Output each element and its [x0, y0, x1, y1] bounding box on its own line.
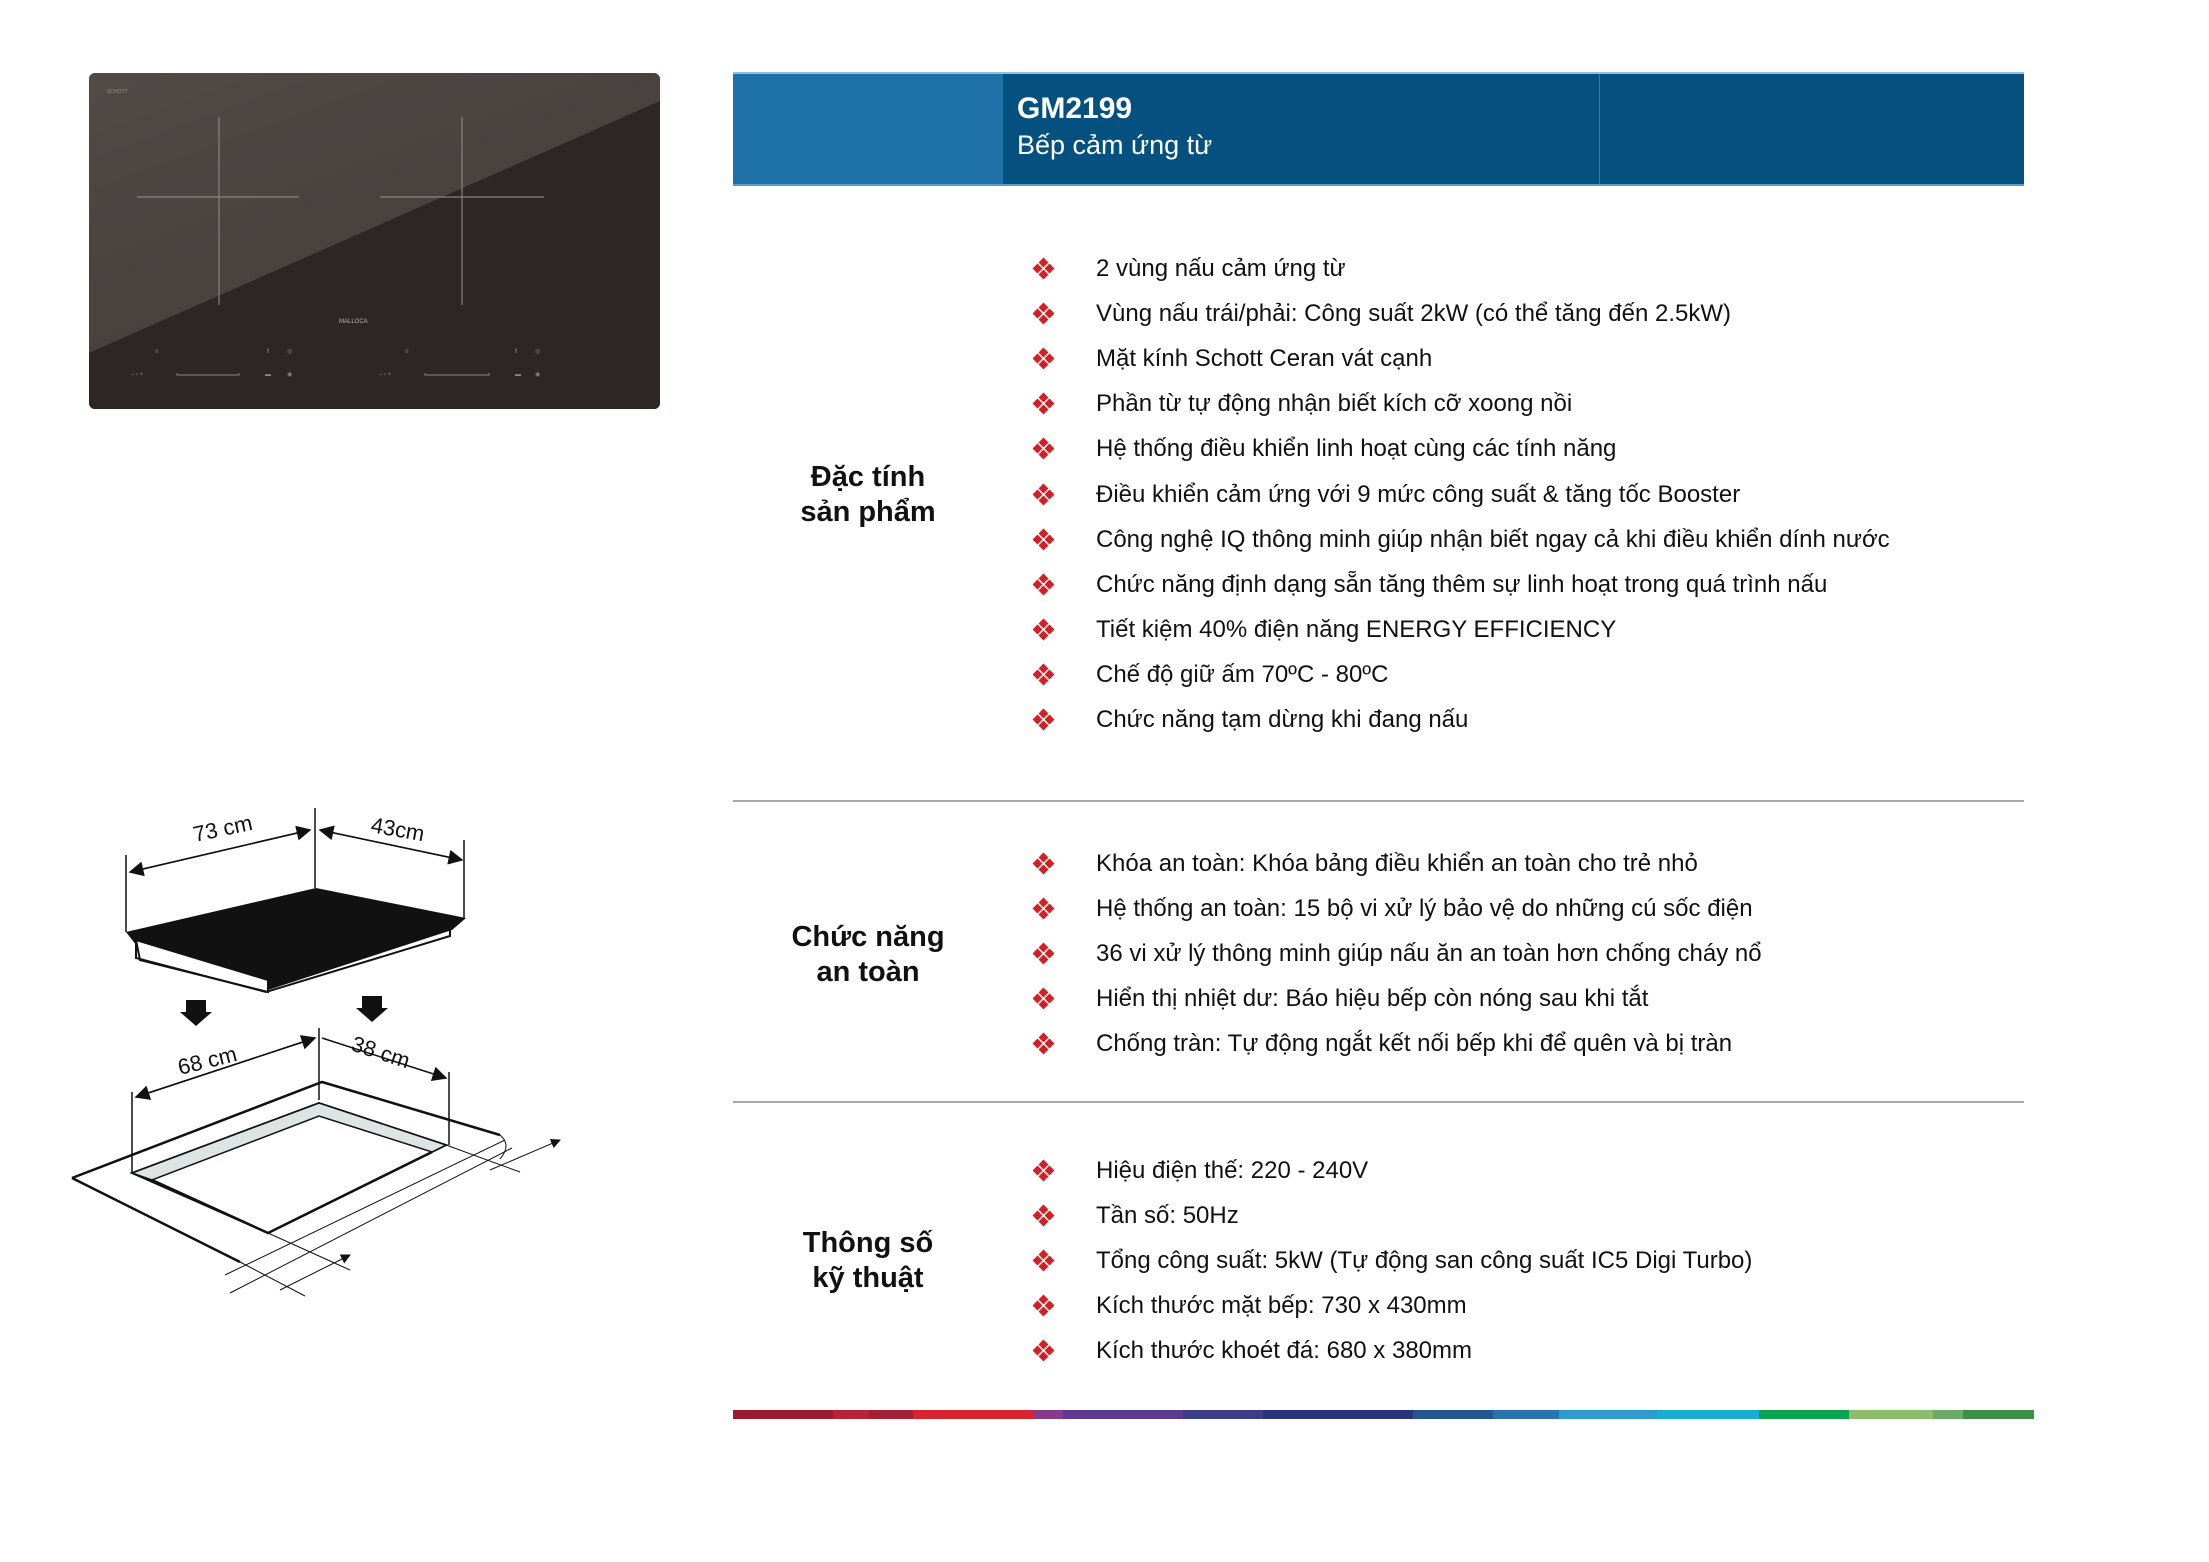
- section-label-specs: Thông số kỹ thuật: [733, 1226, 1003, 1296]
- list-item: Hiển thị nhiệt dư: Báo hiệu bếp còn nóng…: [1030, 977, 1762, 1022]
- bullet-diamond-icon: [1032, 987, 1055, 1010]
- svg-text:– ▫ +: – ▫ +: [379, 372, 392, 378]
- list-item: 36 vi xử lý thông minh giúp nấu ăn an to…: [1030, 931, 1762, 976]
- dim-hob-depth: 43cm: [369, 812, 426, 846]
- bullet-diamond-icon: [1032, 392, 1055, 415]
- list-item: Tổng công suất: 5kW (Tự động san công su…: [1030, 1238, 1752, 1283]
- bullet-diamond-icon: [1032, 618, 1055, 641]
- bullet-diamond-icon: [1032, 942, 1055, 965]
- label-line: Thông số: [802, 1227, 934, 1259]
- bullet-diamond-icon: [1032, 257, 1055, 280]
- svg-text:ǁ: ǁ: [267, 349, 269, 355]
- svg-text:ǁ: ǁ: [515, 349, 517, 355]
- bullet-diamond-icon: [1032, 1249, 1055, 1272]
- bullet-diamond-icon: [1032, 437, 1055, 460]
- section-label-safety: Chức năng an toàn: [733, 920, 1003, 990]
- list-item: Kích thước khoét đá: 680 x 380mm: [1030, 1329, 1752, 1374]
- section-divider: [733, 1101, 2024, 1103]
- list-item: Mặt kính Schott Ceran vát cạnh: [1030, 336, 1890, 381]
- svg-text:– ▫ +: – ▫ +: [131, 372, 144, 378]
- list-item: Chống tràn: Tự động ngắt kết nối bếp khi…: [1030, 1022, 1762, 1067]
- model-number: GM2199: [1017, 92, 1133, 125]
- list-item: Công nghệ IQ thông minh giúp nhận biết n…: [1030, 517, 1890, 562]
- bullet-diamond-icon: [1032, 1032, 1055, 1055]
- list-item: Hiệu điện thế: 220 - 240V: [1030, 1148, 1752, 1193]
- list-item: Hệ thống điều khiển linh hoạt cùng các t…: [1030, 427, 1890, 472]
- product-type: Bếp cảm ứng từ: [1017, 130, 1213, 160]
- svg-text:≡: ≡: [155, 349, 159, 355]
- section-label-features: Đặc tính sản phẩm: [733, 460, 1003, 530]
- features-list: 2 vùng nấu cảm ứng từ Vùng nấu trái/phải…: [1030, 246, 1890, 743]
- svg-text:▬: ▬: [265, 372, 271, 378]
- list-item: Điều khiển cảm ứng với 9 mức công suất &…: [1030, 472, 1890, 517]
- header-divider: [1599, 74, 1600, 184]
- bullet-diamond-icon: [1032, 663, 1055, 686]
- label-line: sản phẩm: [800, 496, 936, 528]
- bullet-diamond-icon: [1032, 1294, 1055, 1317]
- list-item: Tiết kiệm 40% điện năng ENERGY EFFICIENC…: [1030, 608, 1890, 653]
- dim-cutout-depth: 38 cm: [348, 1031, 413, 1073]
- bullet-diamond-icon: [1032, 897, 1055, 920]
- brand-color-bar: [733, 1410, 2034, 1419]
- svg-text:◎: ◎: [287, 349, 292, 355]
- svg-text:◎: ◎: [535, 349, 540, 355]
- label-line: an toàn: [816, 956, 920, 988]
- list-item: Chức năng định dạng sẵn tăng thêm sự lin…: [1030, 562, 1890, 607]
- list-item: Chức năng tạm dừng khi đang nấu: [1030, 698, 1890, 743]
- bullet-diamond-icon: [1032, 709, 1055, 731]
- svg-text:▬: ▬: [515, 372, 521, 378]
- svg-text:◉: ◉: [287, 372, 292, 378]
- product-photo: MALLOCA SCHOTT ≡ ǁ ◎ ≡ ǁ ◎ – ▫ + – ▫ + ▬ ◉ ▬ ◉: [89, 73, 660, 409]
- installation-dimension-diagram: 73 cm 43cm 68 cm 38 cm: [71, 808, 561, 1297]
- product-header: GM2199 Bếp cảm ứng từ: [733, 72, 2024, 186]
- header-accent-block: [733, 74, 1003, 184]
- label-line: Chức năng: [791, 921, 945, 953]
- safety-list: Khóa an toàn: Khóa bảng điều khiển an to…: [1030, 841, 1762, 1067]
- list-item: Tần số: 50Hz: [1030, 1193, 1752, 1238]
- list-item: 2 vùng nấu cảm ứng từ: [1030, 246, 1890, 291]
- list-item: Phần từ tự động nhận biết kích cỡ xoong …: [1030, 382, 1890, 427]
- label-line: Đặc tính: [810, 461, 926, 493]
- bullet-diamond-icon: [1032, 483, 1055, 506]
- svg-text:MALLOCA: MALLOCA: [339, 319, 368, 325]
- bullet-diamond-icon: [1032, 852, 1055, 875]
- list-item: Vùng nấu trái/phải: Công suất 2kW (có th…: [1030, 291, 1890, 336]
- label-line: kỹ thuật: [812, 1262, 924, 1294]
- bullet-diamond-icon: [1032, 1339, 1055, 1362]
- svg-text:≡: ≡: [405, 349, 409, 355]
- bullet-diamond-icon: [1032, 1204, 1055, 1227]
- list-item: Khóa an toàn: Khóa bảng điều khiển an to…: [1030, 841, 1762, 886]
- svg-text:SCHOTT: SCHOTT: [107, 89, 128, 95]
- list-item: Chế độ giữ ấm 70ºC - 80ºC: [1030, 653, 1890, 698]
- bullet-diamond-icon: [1032, 528, 1055, 551]
- bullet-diamond-icon: [1032, 573, 1055, 596]
- list-item: Kích thước mặt bếp: 730 x 430mm: [1030, 1284, 1752, 1329]
- induction-hob-image: MALLOCA SCHOTT ≡ ǁ ◎ ≡ ǁ ◎ – ▫ + – ▫ + ▬ ◉ ▬ ◉: [89, 73, 660, 409]
- bullet-diamond-icon: [1032, 302, 1055, 325]
- bullet-diamond-icon: [1032, 347, 1055, 370]
- svg-text:◉: ◉: [535, 372, 540, 378]
- specs-list: Hiệu điện thế: 220 - 240V Tần số: 50Hz T…: [1030, 1148, 1752, 1374]
- section-divider: [733, 800, 2024, 802]
- list-item: Hệ thống an toàn: 15 bộ vi xử lý bảo vệ …: [1030, 886, 1762, 931]
- bullet-diamond-icon: [1032, 1159, 1055, 1182]
- dim-hob-width: 73 cm: [191, 810, 255, 847]
